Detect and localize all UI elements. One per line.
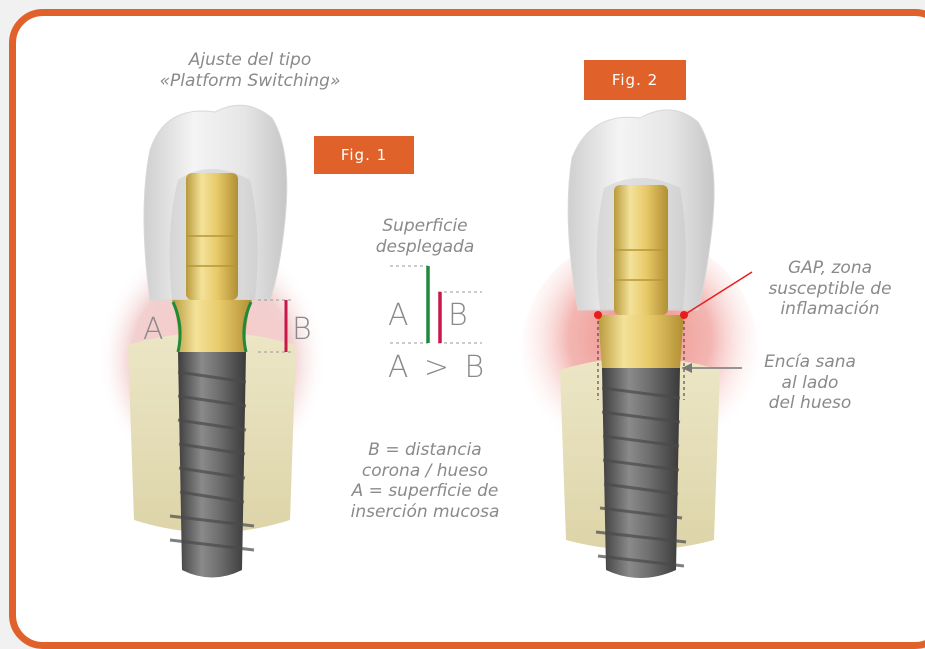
fig1-label-a: A xyxy=(143,312,164,349)
infographic: Ajuste del tipo «Platform Switching» Fig… xyxy=(0,0,925,620)
abutment-collar xyxy=(598,315,684,368)
center-legend: B = distancia corona / hueso A = superfi… xyxy=(330,440,520,523)
comparison-formula: A > B xyxy=(376,350,496,387)
fig1-label-b: B xyxy=(292,312,312,349)
abutment-collar xyxy=(172,300,252,352)
gum-line1: Encía sana xyxy=(740,352,880,373)
gum-line2: al lado xyxy=(740,373,880,394)
fig1-badge: Fig. 1 xyxy=(314,136,414,174)
gap-annotation: GAP, zona susceptible de inflamación xyxy=(745,258,915,320)
legend-line1: B = distancia xyxy=(330,440,520,461)
gum-line3: del hueso xyxy=(740,393,880,414)
fig1-caption-line2: «Platform Switching» xyxy=(150,71,350,92)
legend-line2: corona / hueso xyxy=(330,461,520,482)
center-title: Superficie desplegada xyxy=(360,216,490,257)
fig1-caption-line1: Ajuste del tipo xyxy=(150,50,350,71)
implant-screw xyxy=(602,368,680,578)
legend-line4: inserción mucosa xyxy=(330,502,520,523)
gap-line1: GAP, zona xyxy=(745,258,915,279)
implant-illustration-fig2 xyxy=(522,110,758,578)
center-label-a: A xyxy=(388,298,409,335)
center-title-line1: Superficie xyxy=(360,216,490,237)
gum-annotation: Encía sana al lado del hueso xyxy=(740,352,880,414)
gap-point-left xyxy=(594,311,602,319)
fig2-badge: Fig. 2 xyxy=(584,60,686,100)
legend-line3: A = superficie de xyxy=(330,481,520,502)
fig1-caption: Ajuste del tipo «Platform Switching» xyxy=(150,50,350,91)
gap-line3: inflamación xyxy=(745,299,915,320)
center-title-line2: desplegada xyxy=(360,237,490,258)
center-label-b: B xyxy=(448,298,468,335)
gap-line2: susceptible de xyxy=(745,279,915,300)
